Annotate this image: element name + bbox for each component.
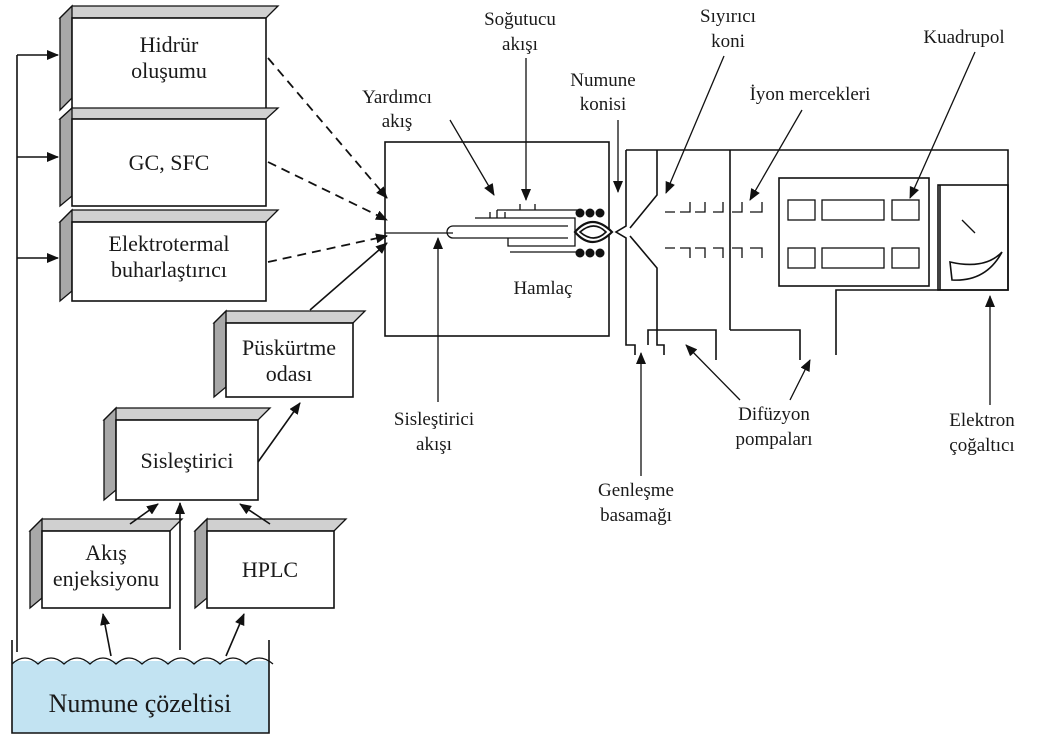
hplc-box: HPLC	[193, 517, 348, 610]
diagram-labels: Yardımcı akış Soğutucu akışı Numune koni…	[362, 6, 1015, 526]
flow-injection-label-line2: enjeksiyonu	[53, 566, 159, 591]
electrothermal-label-line1: Elektrotermal	[109, 231, 230, 256]
hydride-label-line2: oluşumu	[131, 58, 207, 83]
feed-lines	[16, 50, 388, 657]
hplc-label: HPLC	[242, 557, 298, 582]
expansion-stage-label-line1: Genleşme	[598, 480, 674, 501]
nebulizer-flow-label-line1: Sisleştirici	[394, 409, 474, 430]
hydride-label-line1: Hidrür	[140, 32, 199, 57]
skimmer-cone-label-line1: Sıyırıcı	[700, 6, 756, 27]
auxiliary-flow-label-line1: Yardımcı	[362, 87, 432, 108]
sample-solution-container: Numune çözeltisi	[11, 640, 274, 734]
spray-chamber-label-line1: Püskürtme	[242, 335, 336, 360]
coolant-flow-label-line2: akışı	[502, 34, 538, 55]
gc-sfc-box: GC, SFC	[58, 106, 280, 208]
expansion-stage-label-line2: basamağı	[600, 505, 672, 526]
torch-chamber	[384, 141, 614, 337]
spray-chamber-box: Püskürtme odası	[212, 309, 367, 399]
diffusion-pumps-label-line1: Difüzyon	[738, 404, 810, 425]
flow-injection-label-line1: Akış	[85, 540, 127, 565]
coolant-flow-label-line1: Soğutucu	[484, 9, 556, 30]
nebulizer-label: Sisleştirici	[141, 448, 234, 473]
hydride-generation-box: Hidrür oluşumu	[58, 4, 280, 112]
spray-chamber-label-line2: odası	[266, 361, 312, 386]
skimmer-cone-label-line2: koni	[711, 31, 745, 52]
sample-solution-label: Numune çözeltisi	[49, 689, 232, 718]
electron-multiplier-label-line2: çoğaltıcı	[949, 435, 1014, 456]
nebulizer-flow-label-line2: akışı	[416, 434, 452, 455]
flow-injection-box: Akış enjeksiyonu	[28, 517, 184, 610]
gc-sfc-label: GC, SFC	[129, 150, 210, 175]
electrothermal-label-line2: buharlaştırıcı	[111, 257, 227, 282]
sample-cone-label-line1: Numune	[570, 70, 635, 91]
torch-label: Hamlaç	[513, 278, 572, 299]
interface-cones	[614, 149, 1009, 360]
quadrupole-label: Kuadrupol	[923, 27, 1004, 48]
sample-cone-label-line2: konisi	[580, 94, 626, 115]
electrothermal-vaporizer-box: Elektrotermal buharlaştırıcı	[58, 208, 280, 303]
nebulizer-box: Sisleştirici	[102, 406, 272, 502]
electron-multiplier-label-line1: Elektron	[949, 410, 1015, 431]
auxiliary-flow-label-line2: akış	[382, 111, 413, 132]
ion-lenses-label: İyon mercekleri	[750, 84, 871, 105]
diffusion-pumps-label-line2: pompaları	[735, 429, 812, 450]
